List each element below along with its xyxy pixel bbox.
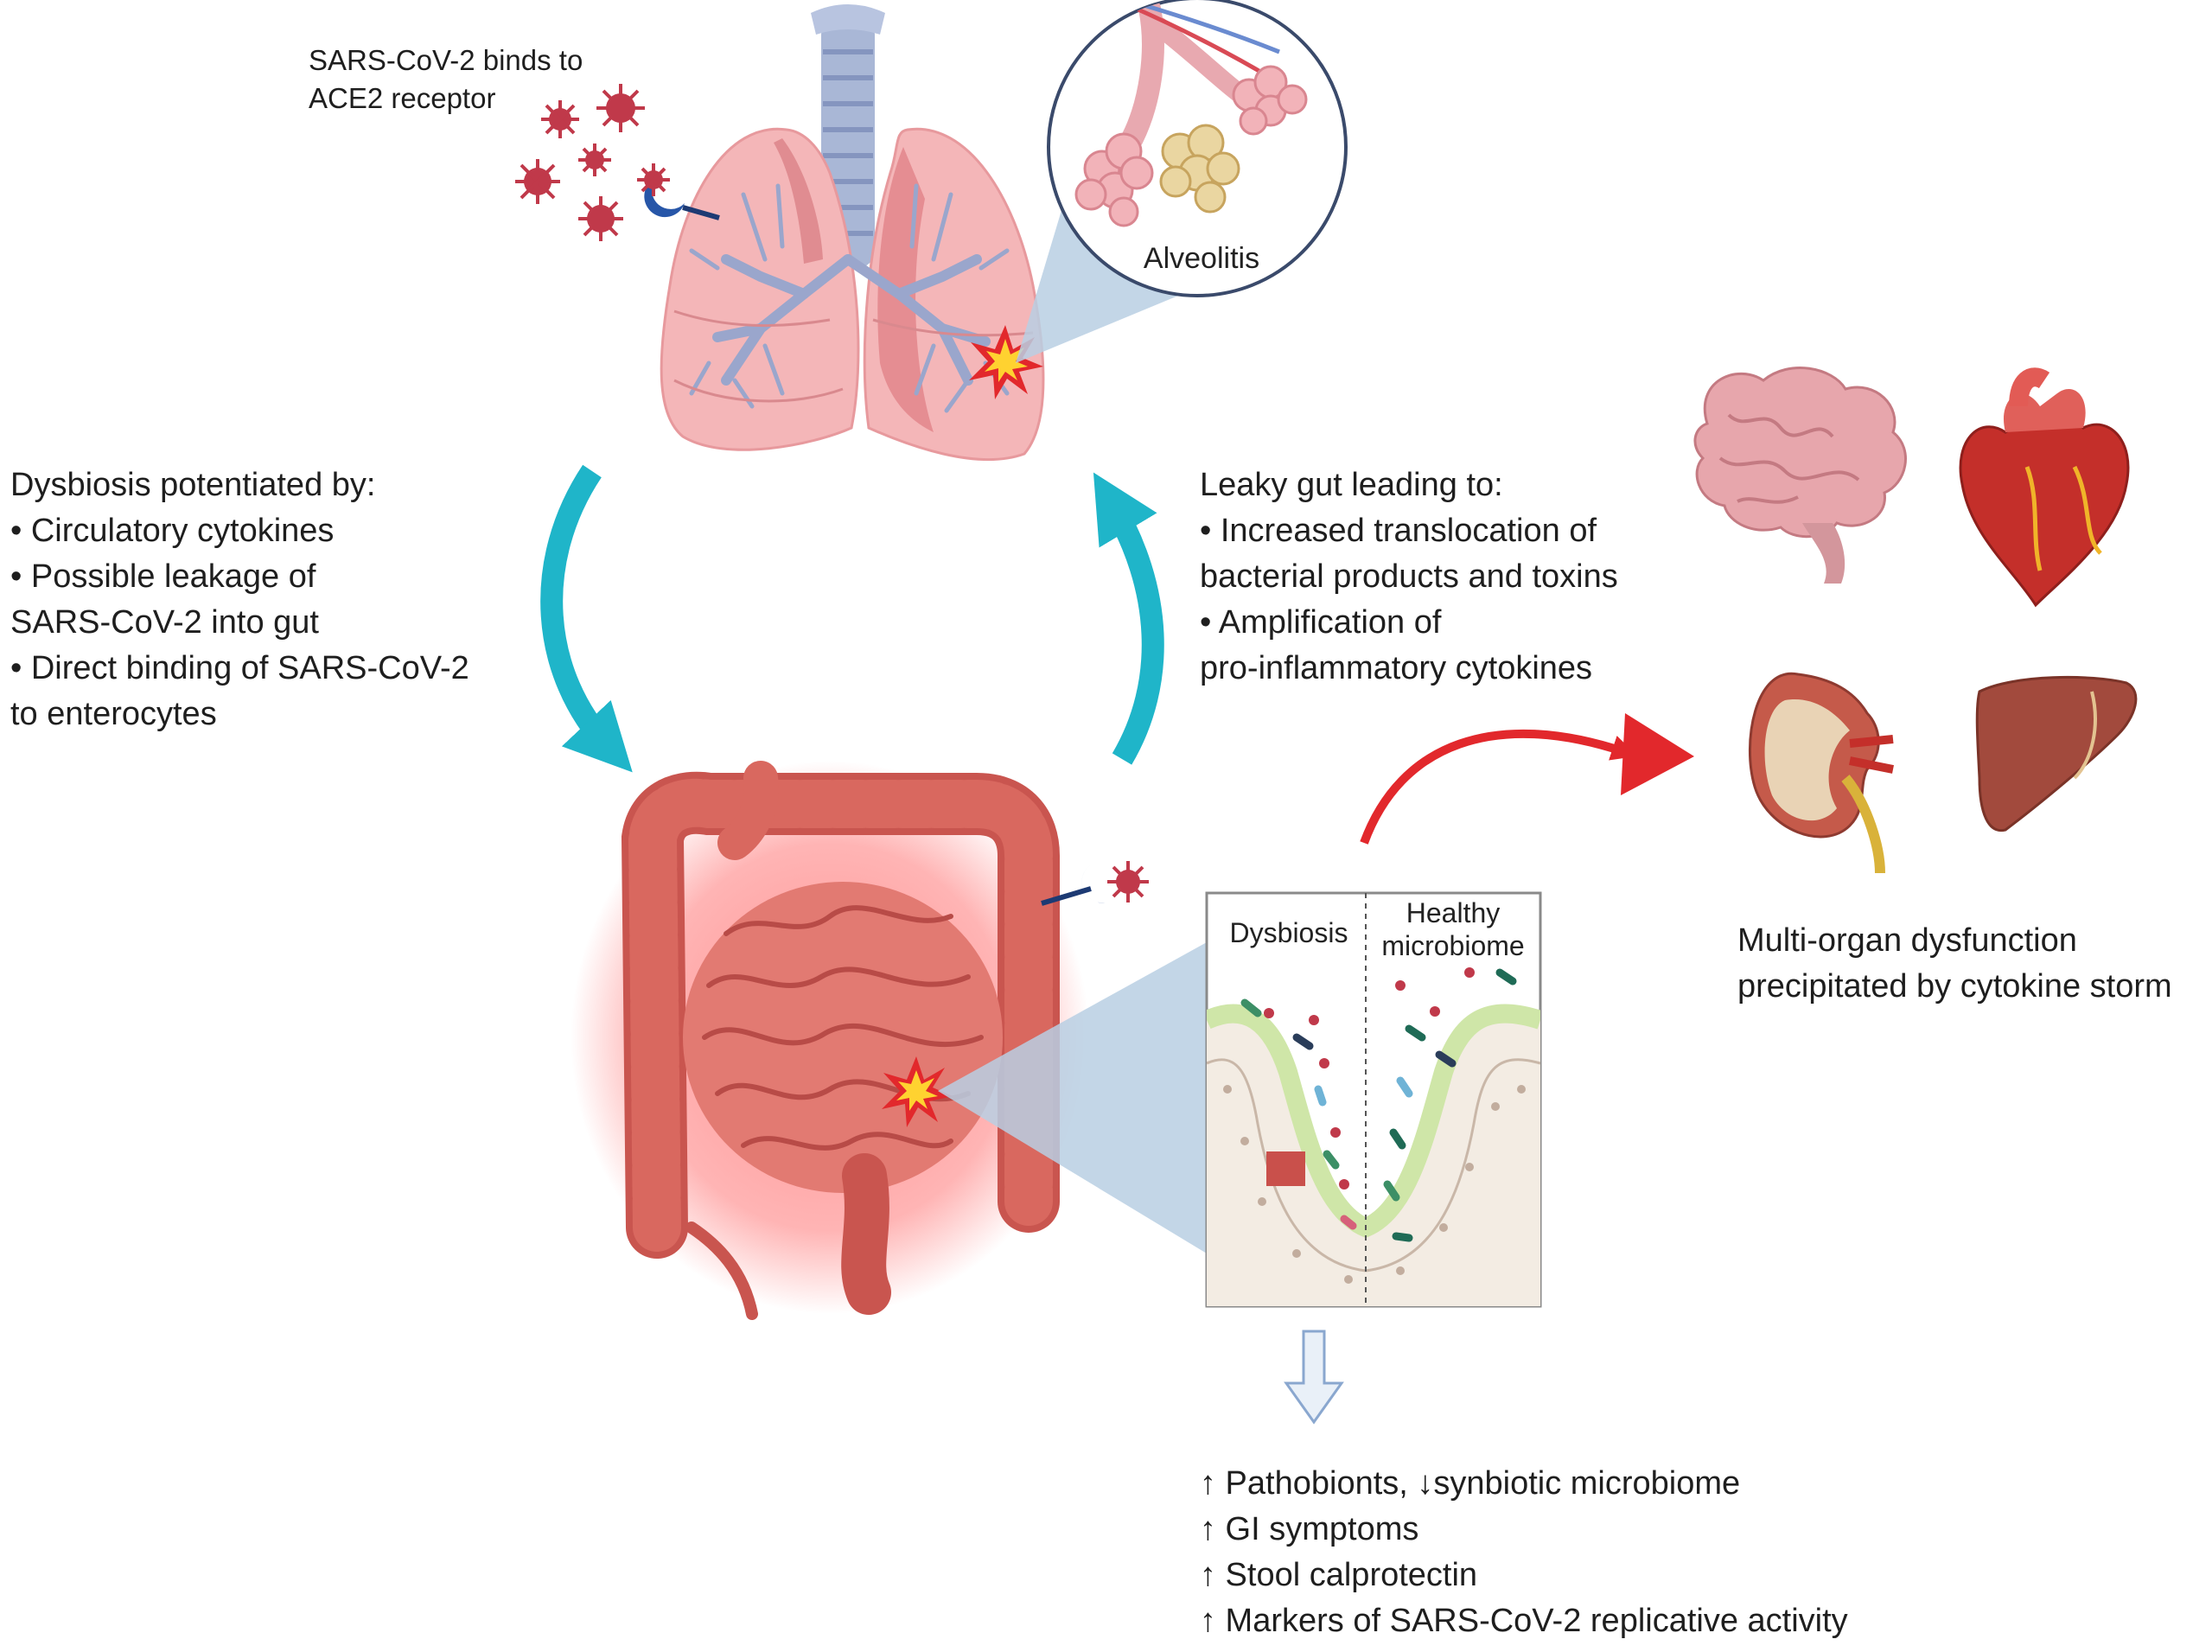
arrow-lung-to-gut	[540, 464, 633, 773]
hollow-down-arrow	[1284, 1330, 1344, 1425]
brain-icon	[1693, 367, 1907, 584]
microbiome-inset	[1205, 891, 1542, 1308]
ace2-label: SARS-CoV-2 binds to ACE2 receptor	[309, 41, 583, 118]
organ-caption: Multi-organ dysfunction precipitated by …	[1737, 918, 2172, 1010]
leaky-gut-item: bacterial products and toxins	[1200, 558, 1618, 595]
dysbiosis-cause-item: • Circulatory cytokines	[10, 513, 335, 549]
dysbiosis-cause-item: • Possible leakage of	[10, 558, 316, 595]
organ-caption-line1: Multi-organ dysfunction	[1737, 922, 2077, 959]
dysbiosis-causes-title: Dysbiosis potentiated by:	[10, 467, 376, 503]
alveolitis-inset	[1047, 0, 1348, 297]
leaky-gut-effects: Leaky gut leading to: • Increased transl…	[1200, 462, 1618, 692]
leaky-gut-item: pro-inflammatory cytokines	[1200, 650, 1593, 686]
inset-dysbiosis-label: Dysbiosis	[1229, 917, 1348, 948]
microbes	[1240, 967, 1517, 1242]
dysbiosis-cause-item: • Direct binding of SARS-CoV-2	[10, 650, 469, 686]
leaky-gut-item: • Amplification of	[1200, 604, 1442, 641]
organ-caption-line2: precipitated by cytokine storm	[1737, 968, 2172, 1005]
dysbiosis-cause-item: SARS-CoV-2 into gut	[10, 604, 319, 641]
liver-icon	[1975, 675, 2138, 832]
gut-zoom-cone	[938, 942, 1207, 1253]
gut-inflammation-burst	[882, 1056, 953, 1127]
ace2-label-line1: SARS-CoV-2 binds to	[309, 44, 583, 76]
gut-outcome-item: ↑ GI symptoms	[1200, 1511, 1419, 1547]
leaky-gut-item: • Increased translocation of	[1200, 513, 1597, 549]
arrow-to-organs	[1360, 729, 1638, 845]
inset-healthy-line2: microbiome	[1381, 930, 1525, 961]
lung-zoom-cone	[1016, 199, 1193, 363]
dysbiosis-causes: Dysbiosis potentiated by: • Circulatory …	[10, 462, 469, 737]
gut-outcome-item: ↑ Markers of SARS-CoV-2 replicative acti…	[1200, 1603, 1848, 1639]
intestines-illustration	[571, 761, 1207, 1320]
ace2-receptor-lung	[644, 177, 720, 220]
gut-outcomes: ↑ Pathobionts, ↓synbiotic microbiome ↑ G…	[1200, 1461, 1848, 1644]
gut-outcome-item: ↑ Stool calprotectin	[1200, 1557, 1478, 1593]
leaky-gut-title: Leaky gut leading to:	[1200, 467, 1503, 503]
ace2-label-line2: ACE2 receptor	[309, 82, 496, 114]
ace2-receptor-gut	[1041, 861, 1149, 906]
dysbiosis-cause-item: to enterocytes	[10, 696, 217, 732]
virus-cluster-lung	[515, 84, 670, 241]
lungs-illustration	[644, 4, 1193, 462]
arrow-gut-to-lung	[1093, 472, 1164, 765]
red-arrow-head	[1621, 713, 1694, 795]
gut-outcome-item: ↑ Pathobionts, ↓synbiotic microbiome	[1200, 1465, 1741, 1502]
alveolitis-label: Alveolitis	[1143, 242, 1260, 275]
inset-healthy-label: Healthy microbiome	[1368, 896, 1538, 962]
inset-healthy-line1: Healthy	[1406, 897, 1501, 928]
heart-icon	[1959, 367, 2130, 608]
kidney-icon	[1749, 672, 1894, 874]
